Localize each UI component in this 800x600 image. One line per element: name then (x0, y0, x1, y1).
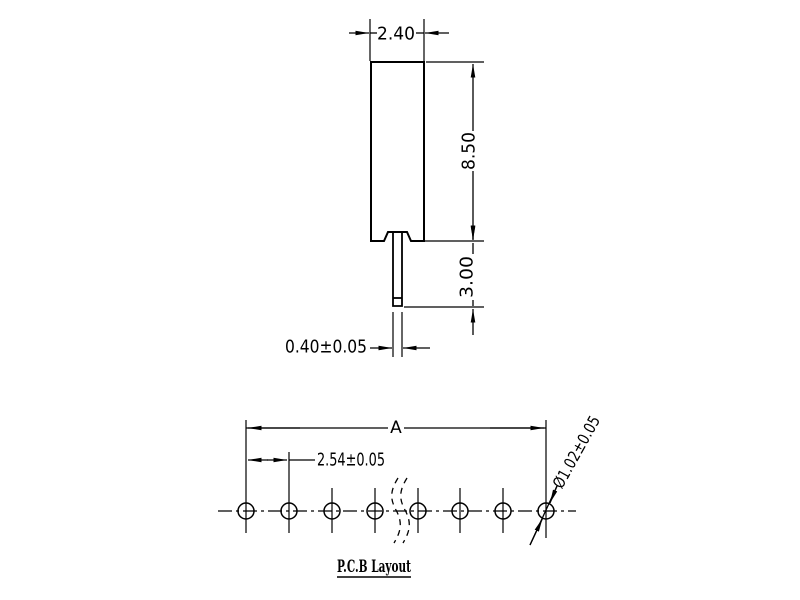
leader-arrow-lower (529, 518, 544, 546)
dim-text-body-height: 8.50 (459, 132, 480, 170)
dim-text-body-width: 2.40 (377, 24, 415, 45)
dim-text-pitch: 2.54±0.05 (317, 450, 385, 471)
dim-body-width: 2.40 (349, 19, 449, 61)
pcb-hole (237, 502, 255, 520)
pcb-hole (494, 502, 512, 520)
break-line (400, 477, 410, 544)
dim-text-overall: A (390, 418, 402, 438)
connector-body-outline (370, 61, 425, 242)
pin-tail-outline (392, 232, 403, 307)
dim-overall-length: A (246, 418, 546, 438)
dim-text-pin-length: 3.00 (457, 256, 478, 298)
dim-pin-length: 3.00 (457, 226, 478, 335)
pcb-hole (323, 502, 341, 520)
dim-text-pin-width: 0.40±0.05 (285, 337, 367, 358)
dim-pitch: 2.54±0.05 (248, 450, 385, 471)
front-view: 2.40 8.50 3.00 0.40±0.05 (285, 19, 484, 358)
leader-arrow-upper (549, 485, 558, 504)
break-line (391, 477, 401, 544)
pcb-hole (280, 502, 298, 520)
pcb-hole (366, 502, 384, 520)
pcb-hole (409, 502, 427, 520)
pcb-hole (451, 502, 469, 520)
view-title: P.C.B Layout (337, 557, 411, 578)
pcb-hole (537, 502, 555, 520)
pcb-layout-title: P.C.B Layout (337, 557, 411, 577)
dim-pin-width: 0.40±0.05 (285, 312, 430, 358)
